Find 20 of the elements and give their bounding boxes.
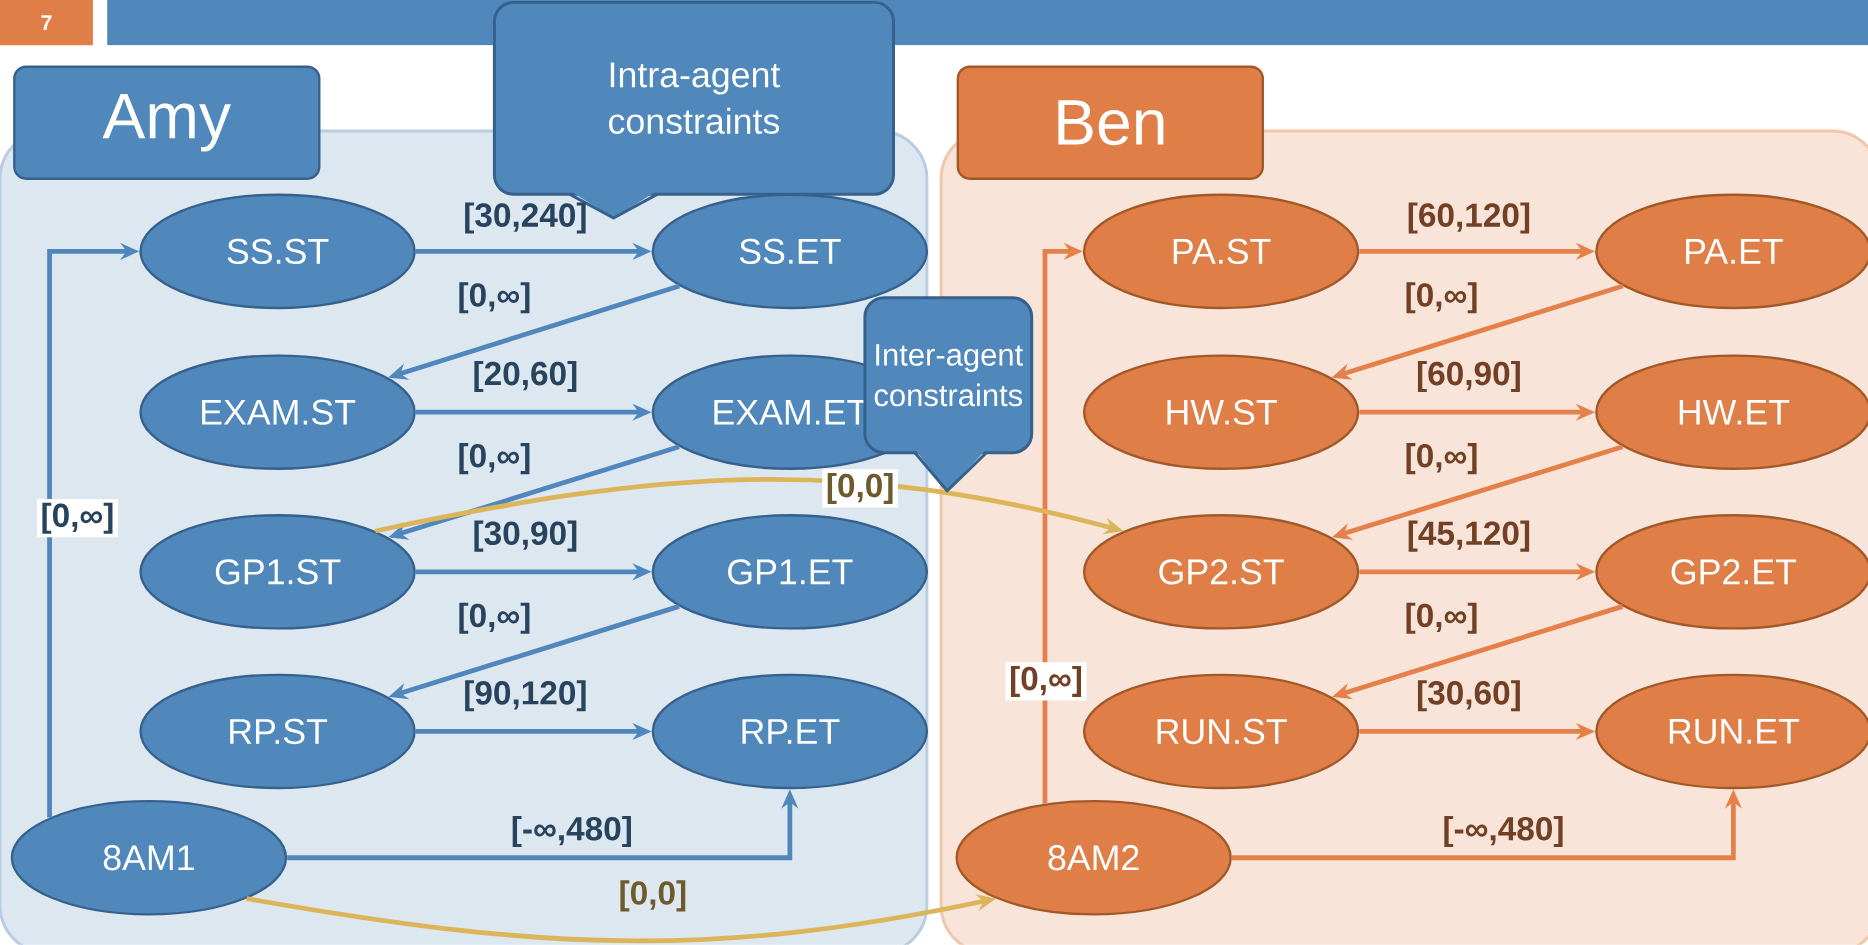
edge-label: [60,90] [1417,361,1520,393]
edge-label: [0,0] [822,469,898,508]
edge-label: [0,∞] [1406,443,1477,475]
slide-number: 7 [0,0,93,46]
edge-label: [-∞,480] [1444,816,1563,848]
edge-label: [20,60] [474,361,577,393]
edge-label: [0,∞] [459,443,530,475]
edge-label: [90,120] [465,680,586,712]
edge-label: [0,∞] [459,602,530,634]
edge-label: [-∞,480] [512,816,631,848]
edge-label: [60,120] [1408,202,1530,234]
edge-label: [0,∞] [459,282,530,314]
edge-label: [45,120] [1408,520,1530,552]
edge-label: [0,∞] [1406,602,1477,634]
edge-label: [0,∞] [36,499,118,538]
edge-label: [30,90] [474,520,577,552]
edge-label: [30,60] [1417,680,1520,712]
edge-label: [0,∞] [1005,662,1087,701]
edge-label: [0,∞] [1406,282,1477,314]
edge-label: [0,0] [620,880,686,912]
